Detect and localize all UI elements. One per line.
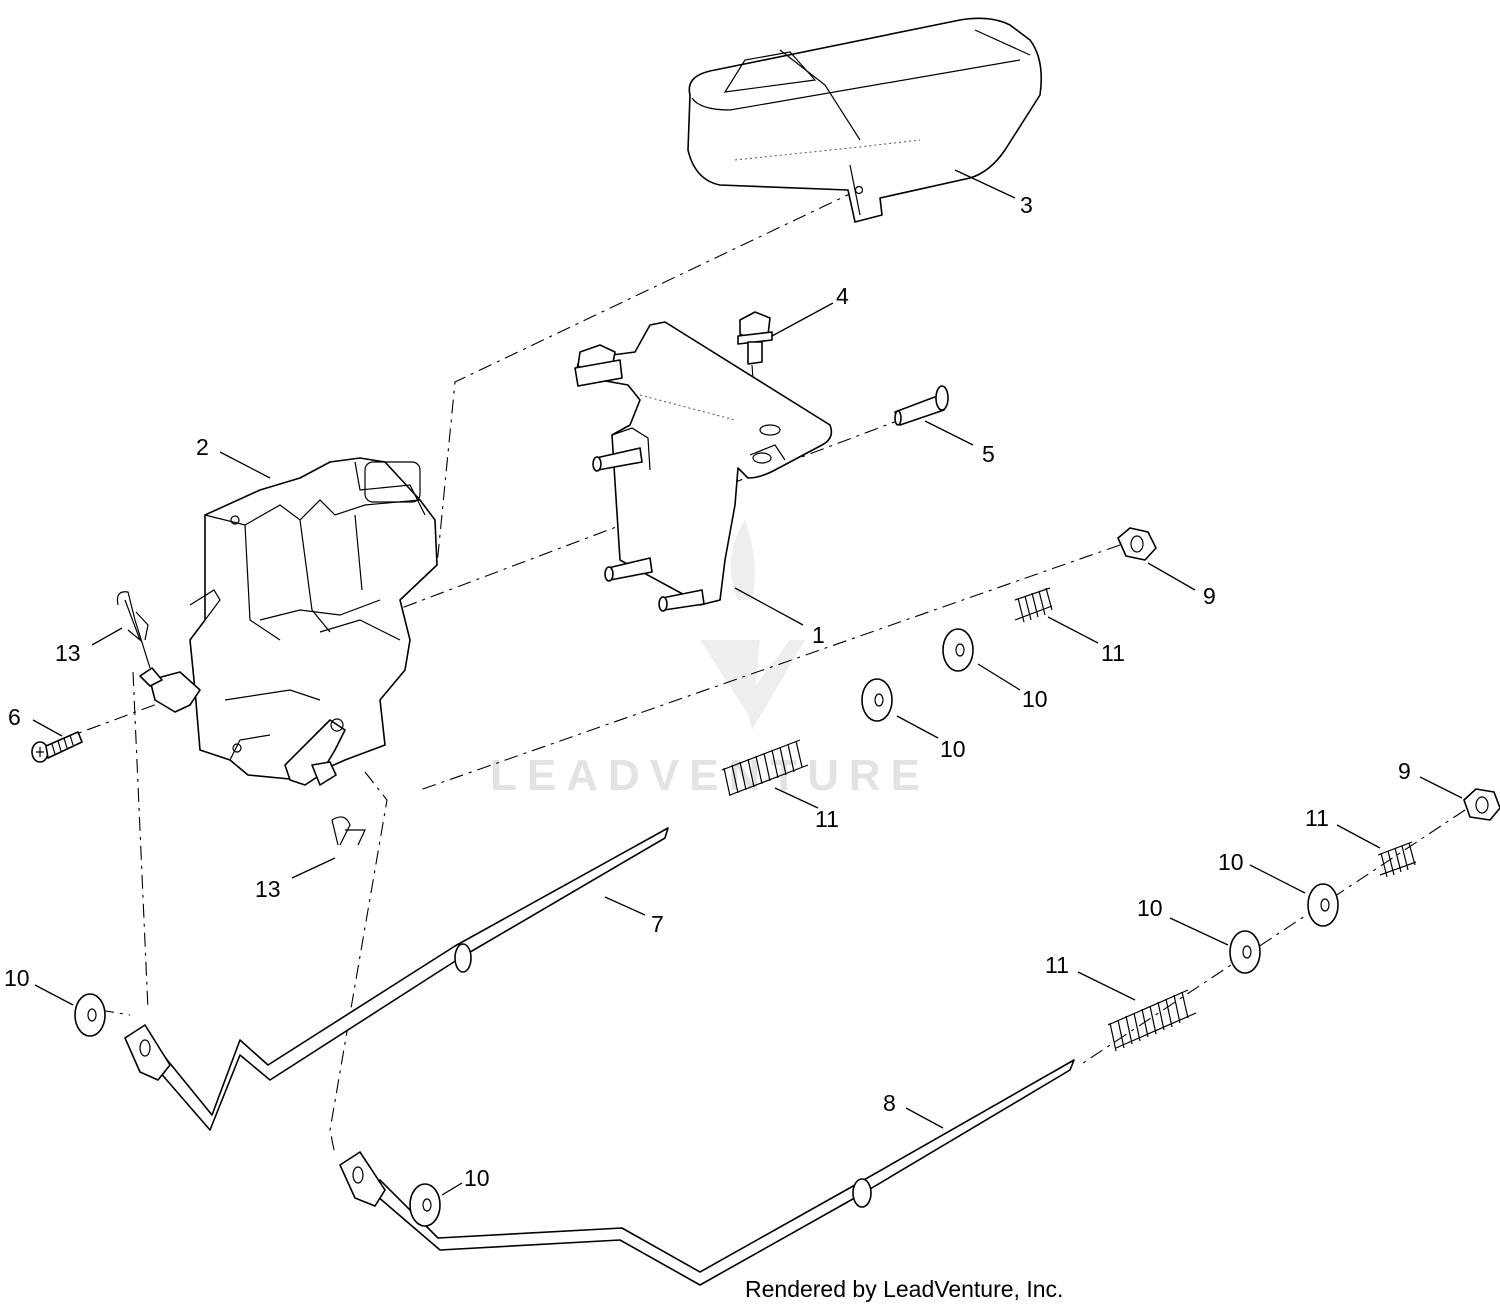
washer-d [1229,930,1261,974]
linkage-rod-lower [339,1059,1075,1286]
callout-leaders [32,169,1463,1196]
washer-f [409,1183,441,1227]
callout-6: 6 [8,704,21,730]
callout-5: 5 [982,441,995,467]
spring-long-lower [1107,989,1197,1052]
callout-7: 7 [651,911,664,937]
callout-10d: 10 [1137,895,1163,921]
callout-2: 2 [196,434,209,460]
callout-1: 1 [812,622,825,648]
callout-11b: 11 [815,806,839,832]
washer-c [1307,883,1339,927]
washer-e [74,993,106,1037]
callout-11d: 11 [1045,952,1069,978]
render-credit: Rendered by LeadVenture, Inc. [745,1276,1064,1302]
flange-bolt [737,311,773,365]
callout-10c: 10 [1218,849,1244,875]
mounting-bracket [574,321,833,612]
spring-long-upper [721,739,809,797]
callout-10b: 10 [940,736,966,762]
leadventure-watermark-logo [700,520,805,730]
lock-nut-upper [1117,527,1157,561]
callout-11c: 11 [1305,805,1329,831]
screw [31,731,83,763]
washer-a [942,628,974,672]
callout-4: 4 [836,283,849,309]
spring-short-upper [1014,587,1053,623]
washer-b [861,678,893,722]
callout-10a: 10 [1022,686,1048,712]
callout-13a: 13 [55,640,81,666]
callout-9b: 9 [1398,758,1411,784]
hairpin-clip-upper [116,591,151,669]
callout-9a: 9 [1203,583,1216,609]
hairpin-clip-lower [331,816,366,846]
callout-10f: 10 [464,1165,490,1191]
callout-13b: 13 [255,876,281,902]
callout-10e: 10 [4,965,30,991]
lock-nut-lower [1463,788,1500,821]
callout-11a: 11 [1101,640,1125,666]
linkage-rod-upper [124,827,669,1131]
callout-3: 3 [1020,192,1033,218]
callout-8: 8 [883,1090,896,1116]
watermark-text: LEADVENTURE [490,751,930,800]
clevis-pin [894,385,949,426]
callout-numbers: 1 2 3 4 5 6 7 8 9 9 10 10 10 10 10 10 11… [4,192,1411,1191]
spring-short-lower [1377,841,1417,878]
control-panel-cover [687,17,1043,223]
actuator-module [139,457,438,786]
